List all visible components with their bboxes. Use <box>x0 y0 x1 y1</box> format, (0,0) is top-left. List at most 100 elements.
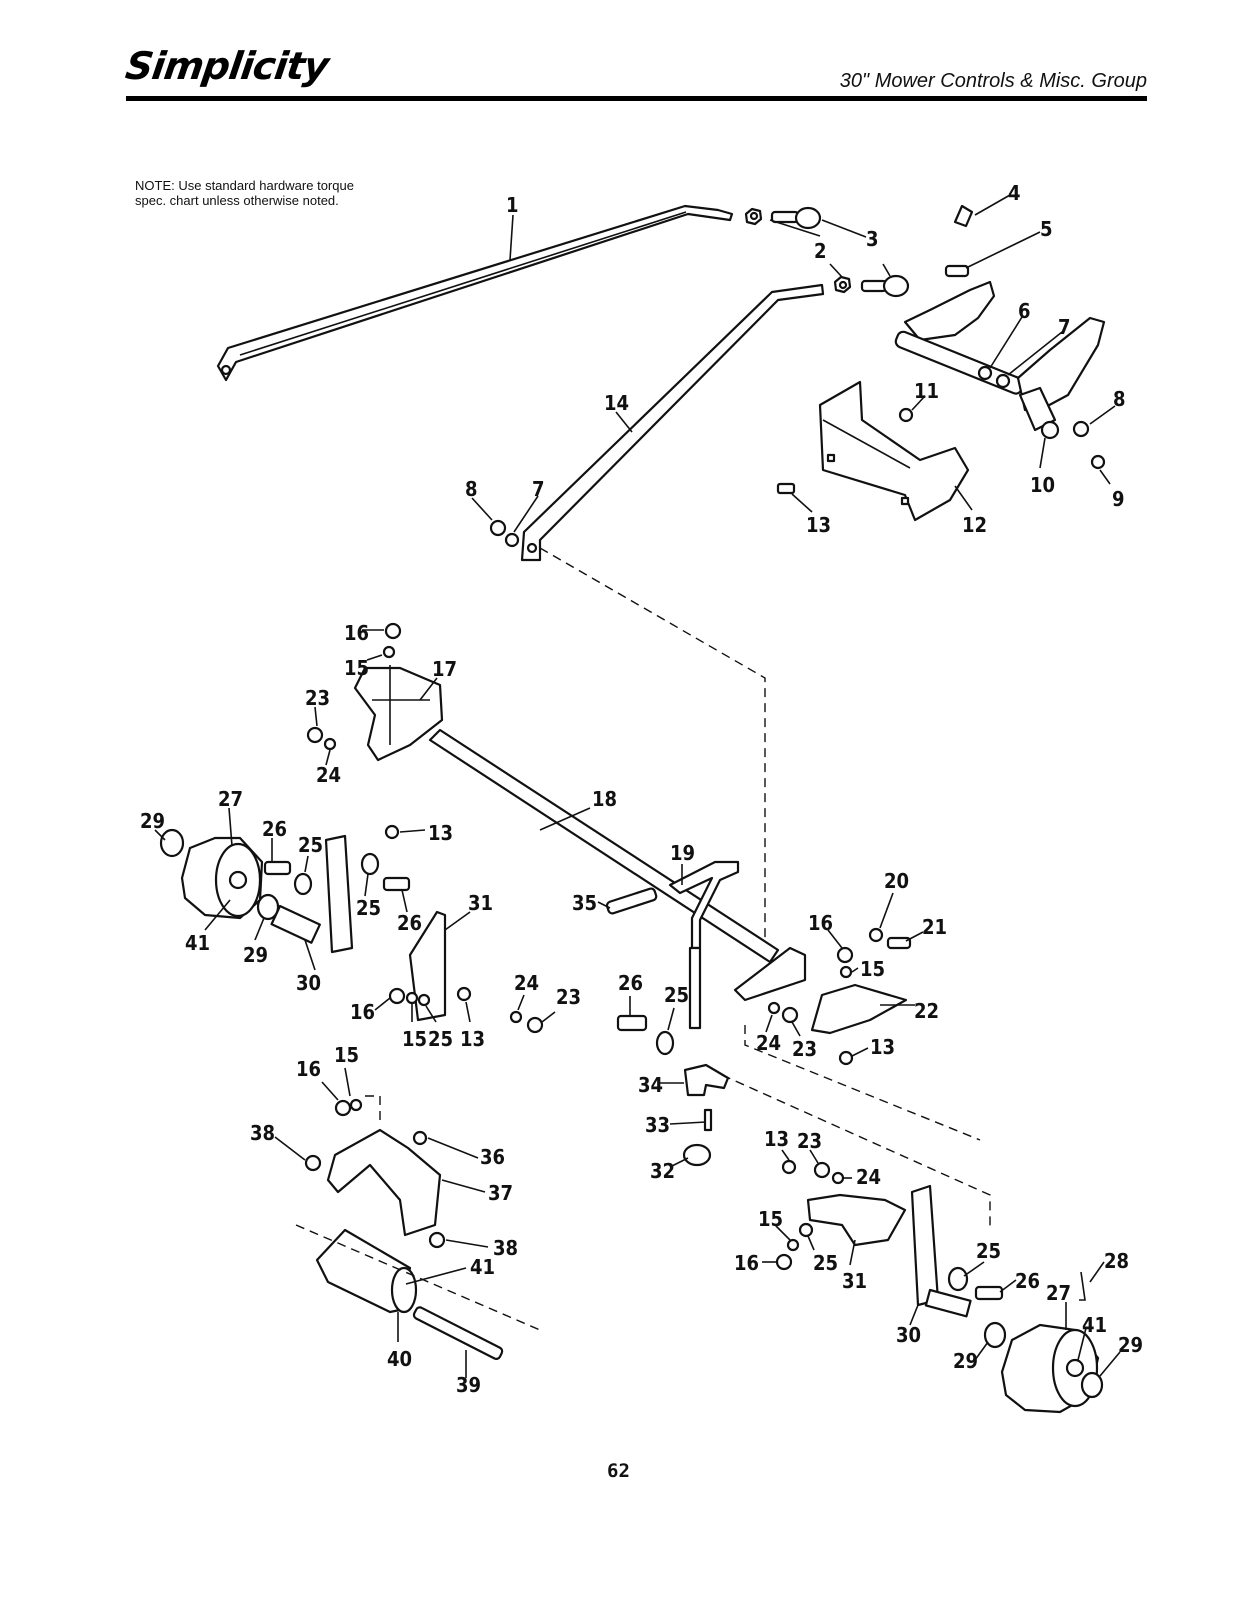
part-2-nut-b <box>833 275 852 294</box>
callout-16d: 16 <box>296 1057 321 1081</box>
part-35-spring <box>605 887 658 915</box>
part-23-nut-b <box>526 1016 544 1034</box>
part-15-washer-b <box>405 991 419 1005</box>
callout-20: 20 <box>884 869 909 893</box>
callout-8: 8 <box>1113 387 1126 411</box>
part-26-bolt-c <box>616 1014 648 1032</box>
part-14-lift-rod <box>520 283 825 562</box>
callout-41b: 41 <box>470 1255 495 1279</box>
part-15-washer-d <box>349 1098 363 1112</box>
callout-15b: 15 <box>402 1027 427 1051</box>
part-16-nut-d <box>334 1099 352 1117</box>
callout-25e: 25 <box>813 1251 838 1275</box>
callout-9: 9 <box>1112 487 1125 511</box>
callout-13d: 13 <box>870 1035 895 1059</box>
callout-21: 21 <box>922 915 947 939</box>
part-23-nut-d <box>813 1161 831 1179</box>
part-29-washer-left-bottom <box>256 893 280 921</box>
callout-30b: 30 <box>896 1323 921 1347</box>
callout-24: 24 <box>316 763 341 787</box>
part-31-bracket-left <box>408 910 447 1022</box>
callout-1: 1 <box>506 193 519 217</box>
callout-16b: 16 <box>350 1000 375 1024</box>
callout-25: 25 <box>298 833 323 857</box>
part-19-handle <box>668 860 740 1030</box>
callout-13e: 13 <box>764 1127 789 1151</box>
part-11-nut <box>898 407 914 423</box>
callout-29b: 29 <box>243 943 268 967</box>
part-7-washer-left <box>504 532 520 548</box>
header-rule <box>126 96 1147 101</box>
part-15-washer-e <box>786 1238 800 1252</box>
callout-8b: 8 <box>465 477 478 501</box>
part-13-screw-e <box>781 1159 797 1175</box>
callout-6: 6 <box>1018 299 1031 323</box>
part-24-washer-d <box>831 1171 845 1185</box>
part-5-pin <box>944 264 970 278</box>
part-28-hairpin <box>1079 1271 1086 1301</box>
callout-5: 5 <box>1040 217 1053 241</box>
callout-15d: 15 <box>334 1043 359 1067</box>
part-13-screw-d <box>838 1050 854 1066</box>
callout-24c: 24 <box>756 1031 781 1055</box>
callout-26c: 26 <box>618 971 643 995</box>
callout-33: 33 <box>645 1113 670 1137</box>
part-17-shaft-bracket <box>353 666 444 762</box>
part-38-nut-b <box>428 1231 446 1249</box>
callout-7b: 7 <box>532 477 545 501</box>
callout-25d: 25 <box>664 983 689 1007</box>
part-7-washer-right <box>995 373 1011 389</box>
part-19-arm-plate <box>733 946 807 1002</box>
callout-26b: 26 <box>397 911 422 935</box>
part-4-hairpin <box>953 204 974 228</box>
part-12-mounting-bracket <box>818 380 970 522</box>
callout-23c: 23 <box>792 1037 817 1061</box>
part-37-roller-bracket <box>326 1128 442 1237</box>
callout-32: 32 <box>650 1159 675 1183</box>
callout-22: 22 <box>914 999 939 1023</box>
part-25-washer-a <box>293 872 313 896</box>
part-33-pin <box>703 1108 713 1132</box>
part-8-nut-right <box>1072 420 1090 438</box>
part-24-washer-c <box>767 1001 781 1015</box>
part-25-washer-c <box>417 993 431 1007</box>
callout-11: 11 <box>914 379 939 403</box>
page-title: 30" Mower Controls & Misc. Group <box>839 70 1147 92</box>
assembly-line-14 <box>539 547 766 940</box>
part-38-nut-a <box>304 1154 322 1172</box>
assembly-line-37 <box>365 1095 381 1120</box>
part-16-nut-c <box>836 946 854 964</box>
callout-25c: 25 <box>428 1027 453 1051</box>
part-13-screw-c <box>456 986 472 1002</box>
part-9-nut <box>1090 454 1106 470</box>
callout-3: 3 <box>866 227 879 251</box>
callout-40: 40 <box>387 1347 412 1371</box>
part-16-nut-b <box>388 987 406 1005</box>
callout-24d: 24 <box>856 1165 881 1189</box>
part-25-washer-f <box>947 1266 969 1292</box>
callout-25f: 25 <box>976 1239 1001 1263</box>
callout-26d: 26 <box>1015 1269 1040 1293</box>
callout-26: 26 <box>262 817 287 841</box>
callout-27: 27 <box>218 787 243 811</box>
callout-13b: 13 <box>428 821 453 845</box>
part-24-washer-a <box>323 737 337 751</box>
part-15-washer-c <box>839 965 853 979</box>
callout-23: 23 <box>305 686 330 710</box>
callout-14: 14 <box>604 391 629 415</box>
part-26-bolt-a <box>263 860 292 876</box>
part-25-washer-b <box>360 852 380 876</box>
callout-38b: 38 <box>493 1236 518 1260</box>
callout-29d: 29 <box>953 1349 978 1373</box>
callout-12: 12 <box>962 513 987 537</box>
callout-15c: 15 <box>860 957 885 981</box>
callout-16: 16 <box>344 621 369 645</box>
callout-23b: 23 <box>556 985 581 1009</box>
part-10-pivot-shaft-assembly <box>894 280 1106 440</box>
part-39-axle <box>412 1306 504 1360</box>
callout-15: 15 <box>344 656 369 680</box>
part-1-control-rod <box>216 204 734 382</box>
callout-34: 34 <box>638 1073 663 1097</box>
part-21-bolt <box>886 936 912 950</box>
callout-7: 7 <box>1058 315 1071 339</box>
